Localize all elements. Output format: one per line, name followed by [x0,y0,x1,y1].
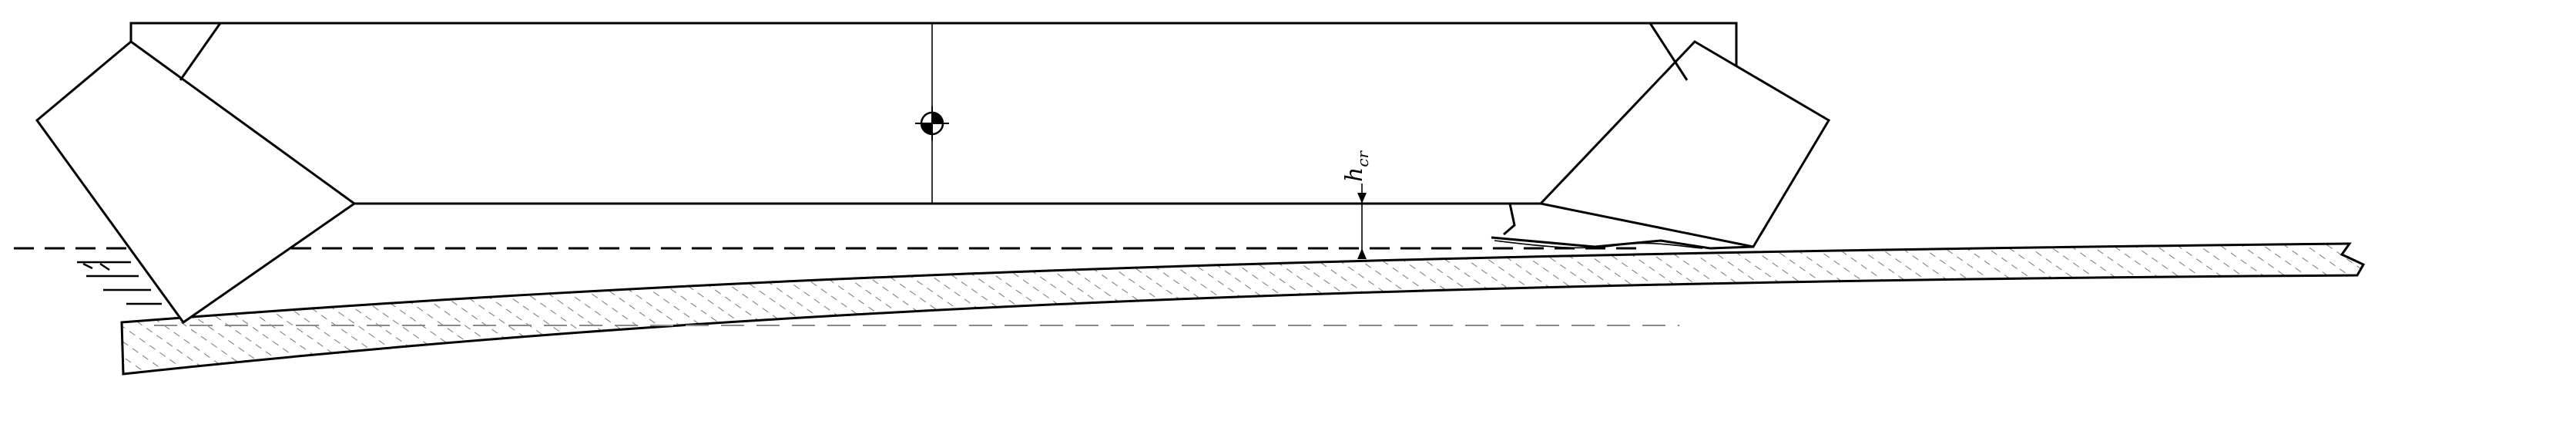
hull-bottom [354,202,1516,236]
clearance-label: hcr [1341,150,1372,182]
ice-sheet [120,242,2366,376]
center-of-gravity-icon [915,106,949,140]
hull-left-skirt [35,40,357,325]
skirt-ice-contact [1491,236,1754,250]
water-level-ticks [77,261,162,305]
clearance-dimension: hcr [1341,150,1372,259]
skirt-flutter [1494,240,1703,249]
